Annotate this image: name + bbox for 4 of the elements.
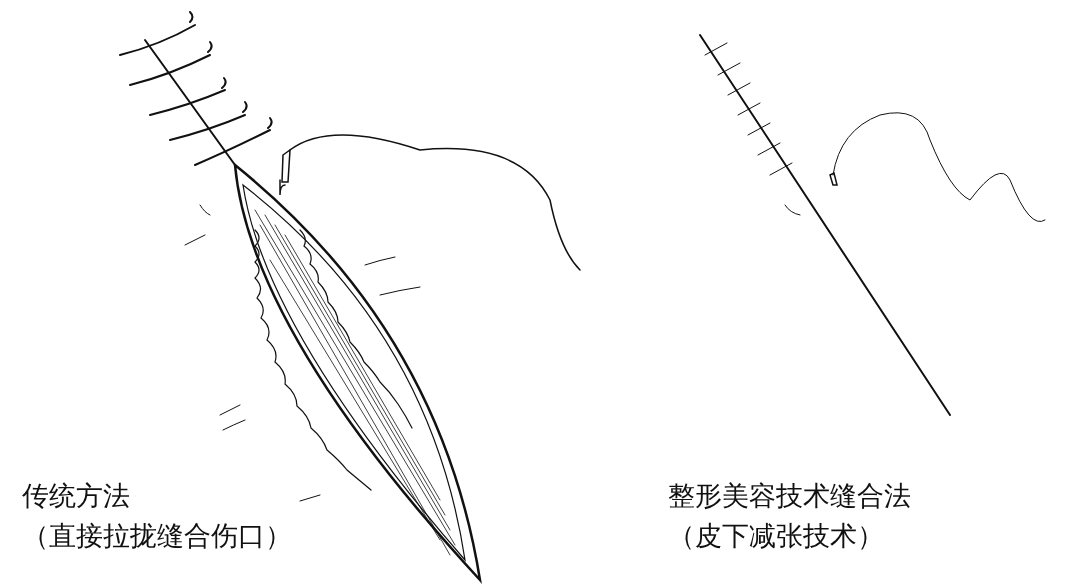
method-title: 整形美容技术缝合法 — [668, 480, 911, 513]
method-title: 传统方法 — [22, 480, 130, 513]
method-note: （直接拉拢缝合伤口） — [22, 520, 292, 553]
method-note: （皮下减张技术） — [668, 520, 884, 553]
